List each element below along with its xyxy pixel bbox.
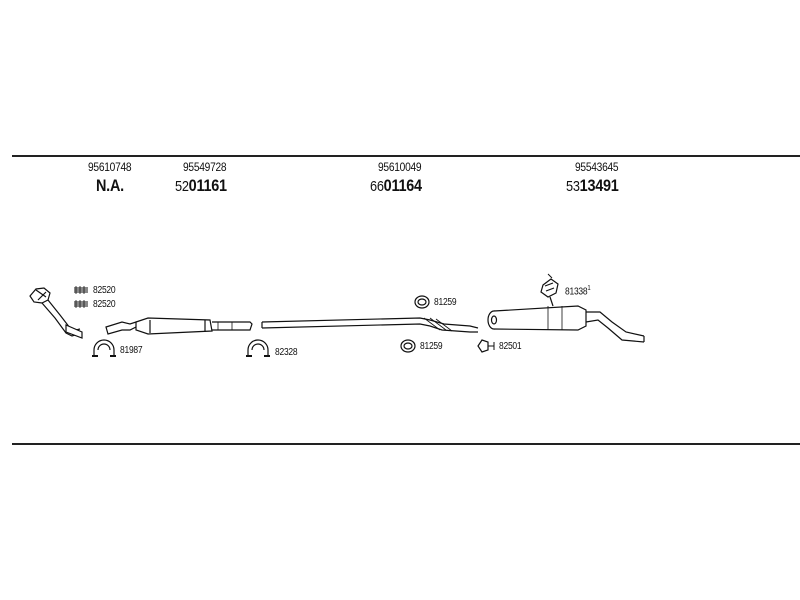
part-number-2: 5201161 bbox=[175, 176, 227, 196]
bottom-rule bbox=[12, 443, 800, 445]
clamp-mid bbox=[246, 339, 270, 357]
ring-lower bbox=[400, 339, 416, 353]
part-number-3-main: 01164 bbox=[383, 176, 422, 195]
rubber-hanger bbox=[477, 339, 495, 353]
intermediate-silencer bbox=[105, 317, 253, 335]
label-mount: 813381 bbox=[565, 285, 591, 298]
middle-pipe bbox=[261, 317, 479, 333]
label-clamp-front: 81987 bbox=[120, 345, 143, 356]
oe-number-1: 95610748 bbox=[88, 160, 132, 174]
part-number-2-main: 01161 bbox=[188, 176, 227, 195]
part-number-4-main: 13491 bbox=[579, 176, 619, 195]
label-bolt-lower: 82520 bbox=[93, 299, 116, 310]
label-mount-number: 81338 bbox=[565, 286, 588, 298]
exhaust-mount bbox=[540, 273, 559, 307]
oe-number-4: 95543645 bbox=[575, 160, 619, 174]
part-number-2-prefix: 52 bbox=[175, 178, 189, 195]
label-ring-lower: 81259 bbox=[420, 341, 443, 352]
part-number-1-main: N.A. bbox=[96, 176, 124, 195]
part-number-3-prefix: 66 bbox=[370, 178, 384, 195]
label-mount-superscript: 1 bbox=[587, 285, 591, 292]
ring-upper bbox=[414, 295, 430, 309]
part-number-3: 6601164 bbox=[370, 176, 422, 196]
part-number-1: N.A. bbox=[96, 176, 124, 196]
oe-number-3: 95610049 bbox=[378, 160, 422, 174]
part-number-4-prefix: 53 bbox=[566, 178, 580, 195]
clamp-front bbox=[92, 339, 116, 357]
rear-silencer bbox=[487, 305, 645, 343]
label-ring-upper: 81259 bbox=[434, 297, 457, 308]
label-bolt-upper: 82520 bbox=[93, 285, 116, 296]
label-hanger: 82501 bbox=[499, 341, 522, 352]
top-rule bbox=[12, 155, 800, 157]
oe-number-2: 95549728 bbox=[183, 160, 227, 174]
bolt-pair-lower bbox=[74, 300, 88, 308]
bolt-pair-upper bbox=[74, 286, 88, 294]
label-clamp-mid: 82328 bbox=[275, 347, 298, 358]
front-pipe bbox=[29, 287, 83, 339]
part-number-4: 5313491 bbox=[566, 176, 619, 196]
